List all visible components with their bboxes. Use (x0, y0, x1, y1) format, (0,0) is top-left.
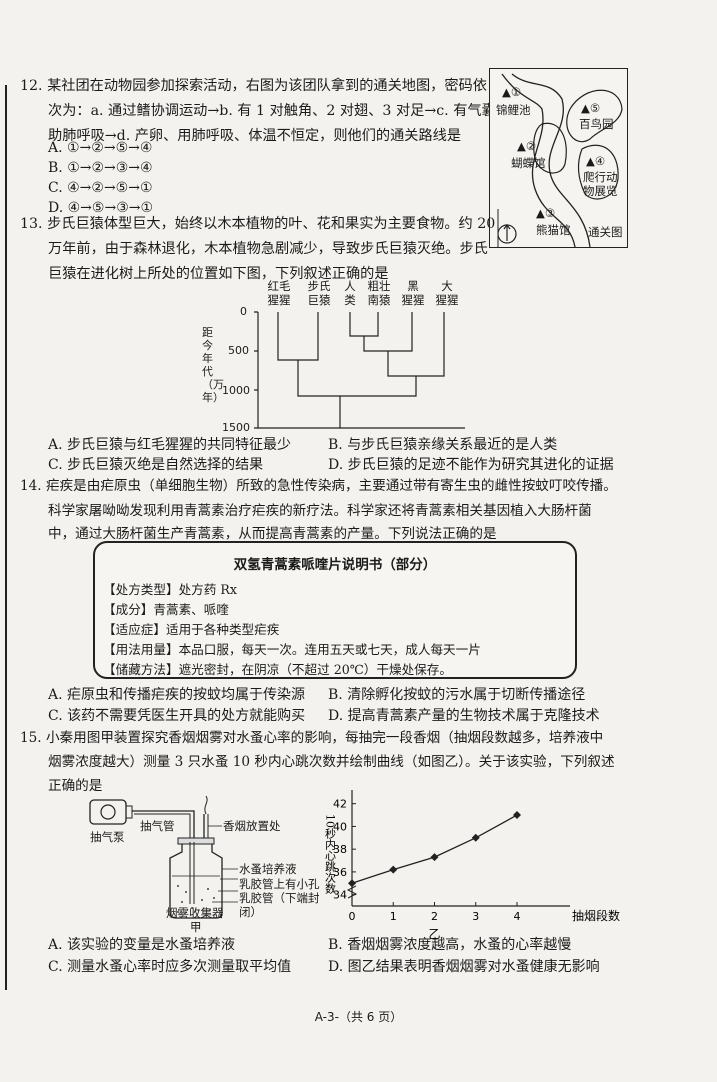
taxon-paranthropus: 粗壮南猿 (367, 279, 391, 307)
label-collector: 烟雾收集器 (166, 906, 224, 920)
q13-option-c: C. 步氏巨猿灭绝是自然选择的结果 (48, 457, 264, 473)
q12-option-d: D. ④→⑤→③→① (48, 200, 154, 216)
q13-line-2: 万年前，由于森林退化，木本植物急剧减少，导致步氏巨猿灭绝。步氏 (48, 241, 488, 257)
leaflet-row-dosage: 【用法用量】本品口服，每天一次。连用五天或七天，成人每天一片 (103, 642, 481, 657)
y-axis-label: 10秒内心跳次数 (324, 814, 337, 895)
q15-line-1: 15. 小秦用图甲装置探究香烟烟雾对水蚤心率的影响，每抽完一段香烟（抽烟段数越多… (20, 730, 604, 746)
q13-line-3: 巨猿在进化树上所处的位置如下图，下列叙述正确的是 (48, 266, 389, 282)
x-tick-label: 3 (472, 910, 479, 923)
y-tick-label: 42 (333, 798, 347, 811)
q15-option-a: A. 该实验的变量是水蚤培养液 (48, 937, 236, 953)
map-label-reptile-1: 爬行动 (583, 170, 618, 184)
y-tick-label: 40 (333, 820, 347, 833)
tree-ytick-500: 500 (228, 344, 249, 357)
left-margin-rule (5, 85, 7, 990)
apparatus-diagram: 抽气泵 抽气管 香烟放置处 水蚤培养液 乳胶管上有小孔 乳胶管（下端封闭） 烟雾… (82, 794, 322, 936)
apparatus-drawing (89, 795, 238, 919)
leaflet-title: 双氢青蒿素哌喹片说明书（部分） (233, 557, 437, 573)
leaflet-row-type: 【处方类型】处方药 Rx (103, 582, 237, 597)
q14-line-2: 科学家屠呦呦发现利用青蒿素治疗疟疾的新疗法。科学家还将青蒿素相关基因植入大肠杆菌 (48, 503, 592, 519)
map-label-reptile-2: 物展览 (583, 184, 618, 198)
q14-line-3: 中，通过大肠杆菌生产青蒿素，从而提高青蒿素的产量。下列说法正确的是 (48, 526, 497, 542)
q12-option-c: C. ④→②→⑤→① (48, 180, 153, 196)
q13-option-d: D. 步氏巨猿的足迹不能作为研究其进化的证据 (328, 457, 614, 473)
series-line (351, 814, 518, 884)
tree-ytick-1500: 1500 (222, 421, 250, 434)
q15-line-2: 烟雾浓度越大）测量 3 只水蚤 10 秒内心跳次数并绘制曲线（如图乙）。关于该实… (48, 754, 615, 770)
map-point-3: ▲③ (536, 206, 556, 220)
x-tick-label: 1 (390, 910, 397, 923)
q14-option-c: C. 该药不需要凭医生开具的处方就能购买 (48, 708, 306, 724)
label-hole: 乳胶管上有小孔 (239, 877, 320, 891)
collector-bottle (169, 841, 223, 919)
q12-option-b: B. ①→②→③→④ (48, 160, 153, 176)
label-cigarette-holder: 香烟放置处 (223, 819, 281, 833)
x-tick-label: 4 (514, 910, 521, 923)
q13-option-a: A. 步氏巨猿与红毛猩猩的共同特征最少 (48, 437, 292, 453)
map-point-4: ▲④ (586, 154, 606, 168)
leaflet-row-storage: 【储藏方法】遮光密封，在阴凉（不超过 20℃）干燥处保存。 (103, 662, 452, 677)
y-tick-label: 36 (333, 866, 347, 879)
map-label-bird-park: 百鸟园 (579, 117, 614, 131)
x-tick-label: 0 (349, 910, 356, 923)
leaflet-row-indication: 【适应症】适用于各种类型疟疾 (103, 622, 280, 637)
q14-option-b: B. 清除孵化按蚊的污水属于切断传播途径 (328, 687, 586, 703)
evolution-tree: 红毛猩猩 步氏巨猿 人类 粗壮南猿 黑猩猩 大猩猩 距今年代（万年） 0 500… (200, 276, 500, 436)
data-point (348, 879, 356, 888)
data-point (471, 833, 480, 842)
data-point (389, 865, 398, 874)
tree-branches (254, 311, 465, 429)
taxon-orangutan: 红毛猩猩 (267, 279, 291, 307)
figure-caption-yi: 乙 (428, 927, 440, 941)
q14-option-d: D. 提高青蒿素产量的生物技术属于克隆技术 (328, 708, 600, 724)
tree-ytick-1000: 1000 (222, 384, 250, 397)
label-sealed-tube: 乳胶管（下端封闭） (239, 891, 320, 919)
q12-line-3: 助肺呼吸→d. 产卵、用肺呼吸、体温不恒定，则他们的通关路线是 (48, 128, 462, 144)
taxon-gigantopithecus: 步氏巨猿 (307, 279, 331, 307)
q15-option-c: C. 测量水蚤心率时应多次测量取平均值 (48, 959, 292, 975)
q13-option-b: B. 与步氏巨猿亲缘关系最近的是人类 (328, 437, 558, 453)
q15-line-3: 正确的是 (48, 778, 103, 794)
q12-option-a: A. ①→②→⑤→④ (48, 140, 153, 156)
map-label-panda-hall: 熊猫馆 (536, 223, 571, 237)
x-axis-label: 抽烟段数 (572, 908, 620, 923)
q12-line-2: 次为：a. 通过鳍协调运动→b. 有 1 对触角、2 对翅、3 对足→c. 有气… (48, 103, 510, 119)
zoo-map-paths (497, 73, 623, 247)
tree-ytick-0: 0 (240, 305, 247, 318)
taxon-human: 人类 (344, 279, 356, 307)
q15-option-b: B. 香烟烟雾浓度越高，水蚤的心率越慢 (328, 937, 572, 953)
leaflet-row-ingredients: 【成分】青蒿素、哌喹 (103, 602, 229, 617)
axis-break-icon (346, 885, 358, 899)
y-tick-label: 34 (333, 889, 347, 902)
smoke-icon (204, 795, 208, 815)
map-caption: 通关图 (588, 225, 623, 239)
pump-icon (89, 799, 127, 825)
map-point-5: ▲⑤ (581, 101, 601, 115)
q14-line-1: 14. 疟疾是由疟原虫（单细胞生物）所致的急性传染病，主要通过带有寄生虫的雌性按… (20, 478, 617, 494)
x-tick-label: 2 (431, 910, 438, 923)
q13-line-1: 13. 步氏巨猿体型巨大，始终以木本植物的叶、花和果实为主要食物。约 20 (20, 216, 496, 232)
zoo-map: ▲① 锦鲤池 ▲② 蝴蝶馆 ▲⑤ 百鸟园 ▲④ 爬行动 物展览 ▲③ 熊猫馆 通… (489, 68, 628, 248)
taxon-chimpanzee: 黑猩猩 (401, 279, 425, 307)
label-pump: 抽气泵 (90, 830, 125, 844)
q14-option-a: A. 疟原虫和传播疟疾的按蚊均属于传染源 (48, 687, 306, 703)
map-label-carp-pond: 锦鲤池 (496, 103, 531, 117)
figure-caption-jia: 甲 (190, 920, 202, 934)
map-label-butterfly-hall: 蝴蝶馆 (511, 156, 546, 170)
map-point-1: ▲① (502, 85, 522, 99)
page-footer: A-3-（共 6 页） (314, 1010, 403, 1024)
label-tube: 抽气管 (140, 819, 175, 833)
map-point-2: ▲② (517, 139, 537, 153)
label-medium: 水蚤培养液 (239, 862, 297, 876)
data-point (430, 853, 439, 862)
drug-leaflet-box: 双氢青蒿素哌喹片说明书（部分） 【处方类型】处方药 Rx 【成分】青蒿素、哌喹 … (93, 541, 577, 679)
q12-line-1: 12. 某社团在动物园参加探索活动，右图为该团队拿到的通关地图，密码依 (20, 78, 487, 94)
taxon-gorilla: 大猩猩 (435, 279, 459, 307)
data-point (513, 811, 521, 820)
q15-option-d: D. 图乙结果表明香烟烟雾对水蚤健康无影响 (328, 959, 600, 975)
y-tick-label: 38 (333, 843, 347, 856)
